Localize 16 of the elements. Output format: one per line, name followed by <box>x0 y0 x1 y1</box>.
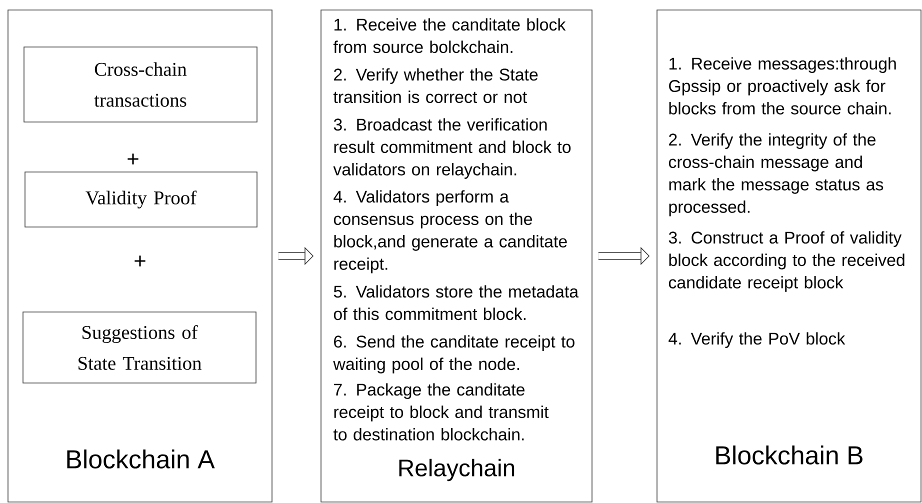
list-item: 5. Validators store the metadata of this commitment block. <box>334 285 579 320</box>
text-box: Suggestions of State Transition <box>22 312 256 384</box>
list-item: 2. Verify the integrity of the cross-chain message and mark the message status as processed. <box>668 133 884 216</box>
list-item: 1. Receive messages:through Gpssip or proactively ask for blocks from the source chain. <box>669 57 896 114</box>
plus-sign: + <box>134 256 146 266</box>
text-box: Validity Proof <box>24 172 258 228</box>
list-item: 7. Package the canditate receipt to block and transmit to destination blockchain. <box>333 383 549 440</box>
list-item: 1. Receive the canditate block from source bolckchain. <box>333 18 566 54</box>
list-item: 6. Send the canditate receipt to waiting pool of the node. <box>333 335 574 374</box>
list-item: 3. Construct a Proof of validity block according to the received candidate receipt block <box>668 231 904 292</box>
list-item: 2. Verify whether the State transition is correct or not <box>333 68 538 104</box>
list-item: 4. Verify the PoV block <box>668 332 846 348</box>
text-box: Cross-chain transactions <box>24 46 258 122</box>
plus-sign: + <box>128 154 138 164</box>
list-item: 3. Broadcast the verification result commitment and block to validators on relaychain. <box>333 118 571 179</box>
list-item: 4. Validators perform a consensus process on the block,and generate a canditate receipt. <box>334 190 567 274</box>
